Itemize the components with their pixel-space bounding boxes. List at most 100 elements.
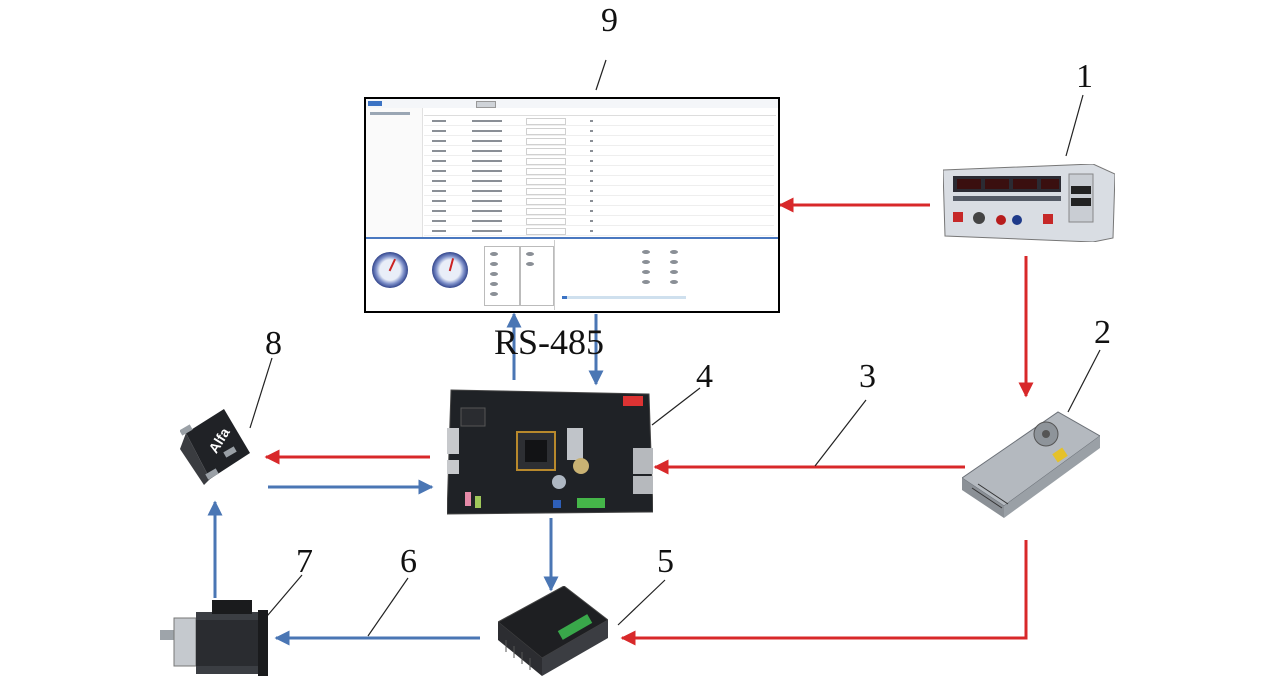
window-table-cell <box>472 230 502 232</box>
control-board-icon <box>447 389 653 515</box>
window-table-cell <box>526 118 566 125</box>
leader-8 <box>249 357 273 429</box>
window-table-cell <box>432 130 446 132</box>
window-control-panel <box>556 240 778 310</box>
indicator-led <box>490 272 498 276</box>
window-table-cell <box>590 140 593 142</box>
window-table-cell <box>432 190 446 192</box>
window-table-row <box>424 157 774 166</box>
window-table-cell <box>432 180 446 182</box>
switching-power-supply-icon <box>962 411 1100 518</box>
leader-lines <box>249 59 1101 637</box>
window-table-cell <box>590 180 593 182</box>
window-table-cell <box>526 168 566 175</box>
label-number-2: 2 <box>1094 314 1111 351</box>
window-table-row <box>424 167 774 176</box>
window-table-row <box>424 187 774 196</box>
window-nav-item <box>370 112 410 115</box>
label-number-3: 3 <box>859 358 876 395</box>
window-table-cell <box>590 210 593 212</box>
window-gauge-panel <box>366 240 555 310</box>
window-table-cell <box>590 200 593 202</box>
window-table-cell <box>432 120 446 122</box>
window-table-cell <box>472 200 502 202</box>
control-button <box>642 260 650 264</box>
control-button <box>670 260 678 264</box>
window-table-row <box>424 117 774 126</box>
window-left-nav <box>366 108 423 238</box>
window-table-cell <box>472 160 502 162</box>
window-table-cell <box>590 160 593 162</box>
ac-power-supply-icon <box>943 164 1115 242</box>
indicator-led <box>490 282 498 286</box>
window-table-cell <box>472 120 502 122</box>
gauge-left <box>372 252 408 288</box>
indicator-led <box>490 262 498 266</box>
window-table-cell <box>472 140 502 142</box>
stepper-motor-icon <box>160 600 268 676</box>
window-table-cell <box>590 220 593 222</box>
window-table-row <box>424 227 774 236</box>
label-number-8: 8 <box>265 325 282 362</box>
window-table-cell <box>526 218 566 225</box>
label-number-5: 5 <box>657 543 674 580</box>
window-table-cell <box>432 210 446 212</box>
indicator-led <box>526 262 534 266</box>
window-table-cell <box>432 230 446 232</box>
indicator-led <box>490 252 498 256</box>
window-table-row <box>424 217 774 226</box>
hall-sensor-chip-icon: Alfa <box>180 409 250 485</box>
control-button <box>670 280 678 284</box>
window-table-cell <box>590 150 593 152</box>
window-table-cell <box>526 128 566 135</box>
leader-3 <box>814 399 867 467</box>
rs485-label: RS-485 <box>494 322 605 362</box>
window-table-cell <box>432 170 446 172</box>
window-table-cell <box>472 180 502 182</box>
window-table-cell <box>432 200 446 202</box>
window-table-cell <box>590 130 593 132</box>
window-table-cell <box>526 208 566 215</box>
window-table-header <box>424 109 776 116</box>
window-table-cell <box>590 170 593 172</box>
control-button <box>642 280 650 284</box>
window-table-row <box>424 147 774 156</box>
label-number-7: 7 <box>296 543 313 580</box>
window-table-row <box>424 177 774 186</box>
window-table-cell <box>432 160 446 162</box>
control-button <box>670 270 678 274</box>
window-tab-active <box>368 101 382 106</box>
led-group-2 <box>520 246 554 306</box>
leader-7 <box>261 574 303 623</box>
window-table-cell <box>526 188 566 195</box>
leader-6 <box>367 577 409 637</box>
power-arrows <box>264 197 1034 646</box>
window-table-cell <box>526 178 566 185</box>
arrow-dc-supply-to-driver <box>620 540 1028 646</box>
led-group-1 <box>484 246 520 306</box>
window-panel-divider <box>366 237 778 239</box>
window-table-cell <box>526 138 566 145</box>
window-table-cell <box>432 150 446 152</box>
window-table-cell <box>472 190 502 192</box>
monitoring-software-window <box>364 97 780 313</box>
gauge-right <box>432 252 468 288</box>
window-table-cell <box>472 130 502 132</box>
window-tab-bar <box>366 99 778 108</box>
leader-2 <box>1067 349 1101 413</box>
leader-5 <box>617 579 666 626</box>
progress-fill <box>562 296 567 299</box>
window-table-cell <box>590 230 593 232</box>
leader-9 <box>595 59 607 91</box>
window-tab-button <box>476 101 496 108</box>
window-table-cell <box>432 140 446 142</box>
window-table-cell <box>432 220 446 222</box>
control-button <box>642 270 650 274</box>
window-table-cell <box>472 210 502 212</box>
window-table-cell <box>472 170 502 172</box>
indicator-led <box>490 292 498 296</box>
window-table-row <box>424 207 774 216</box>
indicator-led <box>526 252 534 256</box>
